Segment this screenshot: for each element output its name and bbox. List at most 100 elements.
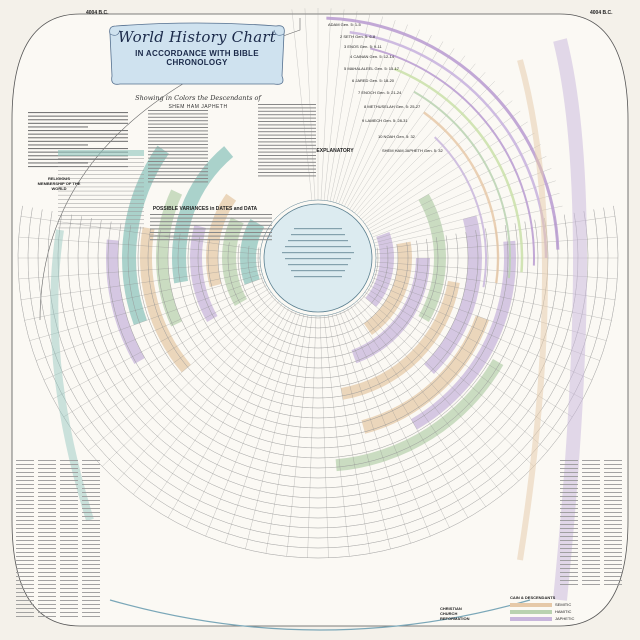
ring-90 bbox=[227, 242, 409, 349]
left-list-line-2-4 bbox=[60, 476, 78, 477]
membership-table-row-1 bbox=[58, 162, 144, 163]
left-list-line-3-4 bbox=[82, 476, 100, 477]
population-band-5 bbox=[155, 189, 183, 327]
left-list-line-1-35 bbox=[38, 600, 56, 601]
right-col-line-20 bbox=[258, 172, 316, 173]
right-list-line-0-26 bbox=[560, 564, 578, 565]
generation-label-8: 9 LAMECH Gen. 5: 28-31 bbox=[362, 118, 408, 123]
left-list-line-1-33 bbox=[38, 592, 56, 593]
membership-table-row-6 bbox=[58, 182, 144, 184]
left-list-line-0-26 bbox=[16, 564, 34, 565]
generation-label-3: 4 CAINAN Gen. 5: 12-14 bbox=[350, 54, 395, 59]
left-list-line-0-6 bbox=[16, 484, 34, 485]
left-list-line-2-0 bbox=[60, 460, 78, 461]
left-list-line-1-0 bbox=[38, 460, 56, 461]
right-list-line-1-2 bbox=[582, 468, 600, 469]
membership-table-row-2 bbox=[58, 166, 144, 167]
right-list-line-1-4 bbox=[582, 476, 600, 477]
spoke-80 bbox=[327, 315, 371, 554]
left-list-line-1-12 bbox=[38, 508, 56, 509]
left-list-line-2-2 bbox=[60, 468, 78, 469]
hub-text-line-1 bbox=[291, 234, 345, 236]
upper-spoke--33 bbox=[366, 121, 528, 227]
left-list-line-0-24 bbox=[16, 556, 34, 557]
right-list-line-1-10 bbox=[582, 500, 600, 501]
right-col-line-19 bbox=[258, 168, 316, 170]
spoke-112 bbox=[205, 311, 297, 537]
hub-text-line-5 bbox=[285, 258, 351, 260]
generation-label-9: 10 NOAH Gen. 5: 32 bbox=[378, 134, 415, 139]
generation-arc-5 bbox=[423, 111, 500, 284]
mid-col-line-9 bbox=[148, 140, 208, 142]
ring-130 bbox=[187, 235, 449, 389]
membership-table-row-7 bbox=[58, 186, 144, 188]
variance-text-line-5 bbox=[150, 232, 272, 233]
right-list-line-1-19 bbox=[582, 536, 600, 537]
spoke-56 bbox=[350, 306, 486, 507]
right-list-line-1-29 bbox=[582, 576, 600, 577]
left-list-line-0-25 bbox=[16, 560, 34, 561]
population-band-10 bbox=[363, 241, 412, 336]
left-list-line-3-30 bbox=[82, 580, 100, 581]
left-list-line-0-14 bbox=[16, 516, 34, 517]
upper-spoke--15 bbox=[373, 193, 560, 244]
population-band-8 bbox=[106, 239, 145, 364]
left-list-line-3-38 bbox=[82, 612, 100, 613]
variance-text-line-0 bbox=[150, 214, 272, 215]
right-list-line-0-20 bbox=[560, 540, 578, 541]
upper-spoke--78 bbox=[329, 13, 371, 202]
left-list-line-0-4 bbox=[16, 476, 34, 477]
left-list-line-3-28 bbox=[82, 572, 100, 573]
right-list-line-1-0 bbox=[582, 460, 600, 461]
hub-text-line-6 bbox=[288, 264, 348, 266]
right-list-line-0-7 bbox=[560, 488, 578, 489]
left-list-line-3-2 bbox=[82, 468, 100, 469]
right-list-line-0-8 bbox=[560, 492, 578, 493]
descendants-names: SHEM HAM JAPHETH bbox=[168, 104, 228, 110]
upper-spoke--69 bbox=[338, 24, 408, 204]
spoke-64 bbox=[343, 310, 450, 528]
membership-table-row-10 bbox=[58, 199, 144, 200]
right-col-line-16 bbox=[258, 158, 316, 160]
intro-text-line-6 bbox=[28, 133, 128, 135]
church-label-3: REFORMATION bbox=[440, 616, 470, 621]
left-list-line-3-31 bbox=[82, 584, 100, 585]
mid-col-line-1 bbox=[148, 113, 208, 115]
right-list-line-2-1 bbox=[604, 464, 622, 465]
ring-230 bbox=[87, 218, 549, 489]
central-hub-ring bbox=[259, 199, 377, 317]
spoke-48 bbox=[356, 301, 519, 482]
right-list-line-2-15 bbox=[604, 520, 622, 521]
right-list-line-1-20 bbox=[582, 540, 600, 541]
left-list-line-2-17 bbox=[60, 528, 78, 529]
membership-table-row-0 bbox=[58, 158, 144, 159]
left-list-line-2-10 bbox=[60, 500, 78, 501]
upper-spoke--39 bbox=[362, 100, 513, 222]
mid-col-line-4 bbox=[148, 123, 208, 125]
legend-label-1: HAMITIC bbox=[555, 609, 572, 614]
membership-table-row-3 bbox=[58, 170, 144, 171]
right-list-line-2-31 bbox=[604, 584, 622, 585]
right-list-line-0-30 bbox=[560, 580, 578, 581]
right-list-line-0-0 bbox=[560, 460, 578, 461]
left-list-line-2-5 bbox=[60, 480, 78, 481]
left-list-line-1-26 bbox=[38, 564, 56, 565]
spoke-72 bbox=[335, 313, 411, 544]
left-list-line-1-24 bbox=[38, 556, 56, 557]
spoke-124 bbox=[150, 306, 286, 507]
right-col-line-2 bbox=[258, 110, 316, 112]
spoke-152 bbox=[53, 285, 267, 399]
bottom-arc bbox=[109, 599, 531, 631]
right-col-line-3 bbox=[258, 114, 316, 116]
right-list-line-2-30 bbox=[604, 580, 622, 581]
spoke-96 bbox=[286, 315, 313, 557]
mid-col-line-6 bbox=[148, 130, 208, 132]
left-list-line-0-21 bbox=[16, 544, 34, 545]
left-list-line-1-32 bbox=[38, 588, 56, 589]
right-list-line-0-3 bbox=[560, 472, 578, 473]
left-list-line-1-29 bbox=[38, 576, 56, 577]
left-list-line-1-27 bbox=[38, 568, 56, 569]
left-list-line-0-1 bbox=[16, 464, 34, 465]
left-list-line-3-16 bbox=[82, 524, 100, 525]
right-col-line-7 bbox=[258, 127, 316, 129]
